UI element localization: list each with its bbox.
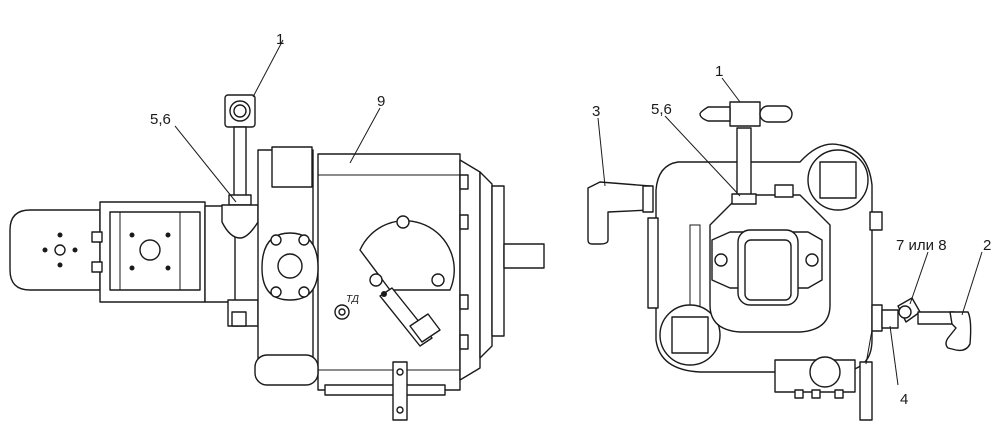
leader-3 (597, 117, 606, 187)
callout-1-right: 1 (715, 63, 723, 80)
bottom-left-port (659, 304, 721, 366)
side-port-flange (261, 232, 319, 301)
leader-2 (961, 251, 983, 316)
callout-56-right: 5,6 (651, 101, 672, 118)
top-right-port (807, 149, 869, 211)
leader-78 (909, 251, 929, 305)
callout-9: 9 (377, 93, 385, 110)
leader-56-left (174, 125, 237, 203)
leader-56-right (664, 115, 741, 197)
leader-1-right (721, 77, 741, 103)
right-view-pump-assembly: 1 5,6 3 2 7 или 8 4 (587, 63, 991, 421)
suction-pipe (221, 94, 259, 239)
leader-4 (889, 325, 899, 386)
handle-3 (587, 181, 654, 245)
callout-4: 4 (900, 391, 908, 408)
callout-1-left: 1 (276, 31, 284, 48)
engraving-td: ТД (346, 294, 359, 305)
side-fitting (859, 297, 972, 421)
leader-9 (349, 107, 381, 164)
callout-2: 2 (983, 237, 991, 254)
motor-end-cap (9, 209, 101, 291)
control-cover (359, 215, 455, 291)
callout-56-left: 5,6 (150, 111, 171, 128)
suction-elbow (699, 101, 793, 205)
gear-pump-body (91, 201, 206, 303)
td-test-port: ТД (334, 294, 359, 320)
angled-fitting (379, 287, 441, 347)
callout-7-or-8: 7 или 8 (896, 237, 947, 254)
mounting-bracket (392, 361, 408, 421)
callout-3: 3 (592, 103, 600, 120)
central-boss (709, 184, 831, 333)
left-view-pump-assembly: ТД 1 5,6 9 (9, 31, 545, 421)
leader-1-left (252, 39, 284, 98)
